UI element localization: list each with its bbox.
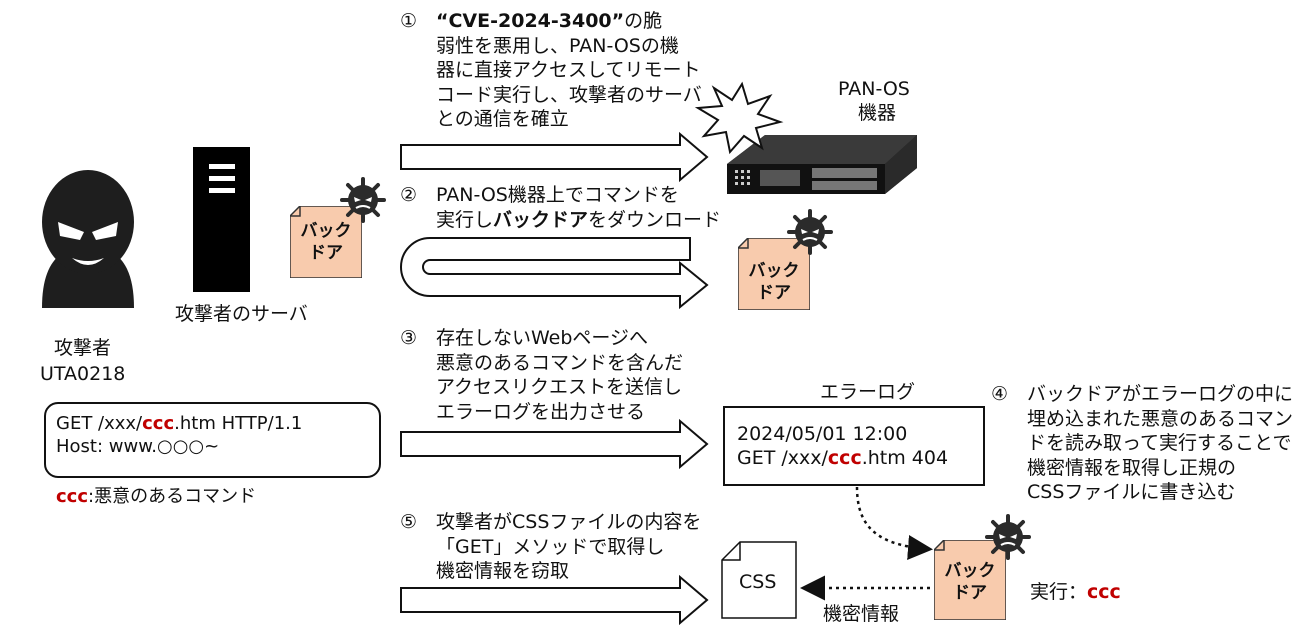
backdoor-card-device: バックドア xyxy=(738,238,810,310)
errorlog-line1: 2024/05/01 12:00 xyxy=(737,423,908,445)
errorlog-title: エラーログ xyxy=(820,381,916,403)
server-icon xyxy=(193,147,250,292)
backdoor-label-line1: バック xyxy=(300,221,352,241)
virus-icon xyxy=(787,209,833,255)
arrow-step2 xyxy=(400,237,709,310)
attacker-icon xyxy=(42,170,134,308)
explosion-icon xyxy=(694,81,784,155)
legend-command: ccc:悪意のあるコマンド xyxy=(56,486,257,507)
backdoor-label-line1: バック xyxy=(944,561,996,581)
dotted-arrow-log-to-backdoor xyxy=(855,486,933,560)
arrow-step3 xyxy=(400,418,709,470)
device-label-line2: 機器 xyxy=(858,102,897,124)
arrow-step5 xyxy=(400,574,709,626)
attacker-id: UTA0218 xyxy=(40,363,126,385)
exec-label: 実行：ccc xyxy=(1030,581,1121,603)
server-label: 攻撃者のサーバ xyxy=(175,303,308,325)
request-line1: GET /xxx/ccc.htm HTTP/1.1 xyxy=(56,413,303,434)
backdoor-file-icon xyxy=(290,206,362,278)
backdoor-file-icon xyxy=(738,238,810,310)
http-request-box: GET /xxx/ccc.htm HTTP/1.1 Host: www.○○○~ xyxy=(44,402,381,478)
backdoor-card-server: バックドア xyxy=(290,206,362,278)
backdoor-label-line2: ドア xyxy=(309,243,343,263)
backdoor-label-line2: ドア xyxy=(953,583,987,603)
errorlog-box: 2024/05/01 12:00 GET /xxx/ccc.htm 404 xyxy=(723,406,985,486)
backdoor-label-line1: バック xyxy=(748,261,800,281)
secret-info-label: 機密情報 xyxy=(823,603,900,625)
backdoor-label-line2: ドア xyxy=(757,283,791,303)
backdoor-card-css: バックドア xyxy=(934,540,1006,620)
arrow-step1 xyxy=(400,131,709,183)
attacker-name: 攻撃者 xyxy=(54,337,112,359)
errorlog-line2: GET /xxx/ccc.htm 404 xyxy=(737,447,949,469)
virus-icon xyxy=(340,177,386,223)
request-line2: Host: www.○○○~ xyxy=(56,436,220,457)
virus-icon xyxy=(985,514,1031,560)
css-file-label: CSS xyxy=(739,571,777,593)
device-label-line1: PAN-OS xyxy=(838,78,910,100)
backdoor-file-icon xyxy=(934,540,1006,620)
panos-device-icon xyxy=(727,135,917,194)
css-file-icon xyxy=(721,541,797,619)
